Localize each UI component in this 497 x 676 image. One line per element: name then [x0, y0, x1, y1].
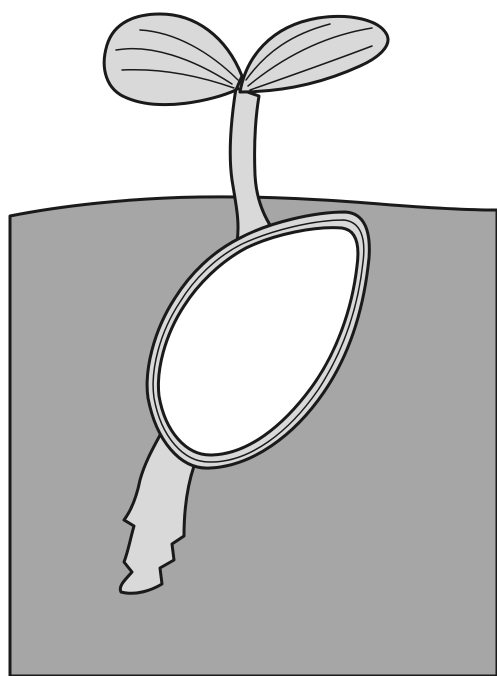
left-leaf [104, 14, 242, 105]
right-leaf [240, 16, 388, 92]
